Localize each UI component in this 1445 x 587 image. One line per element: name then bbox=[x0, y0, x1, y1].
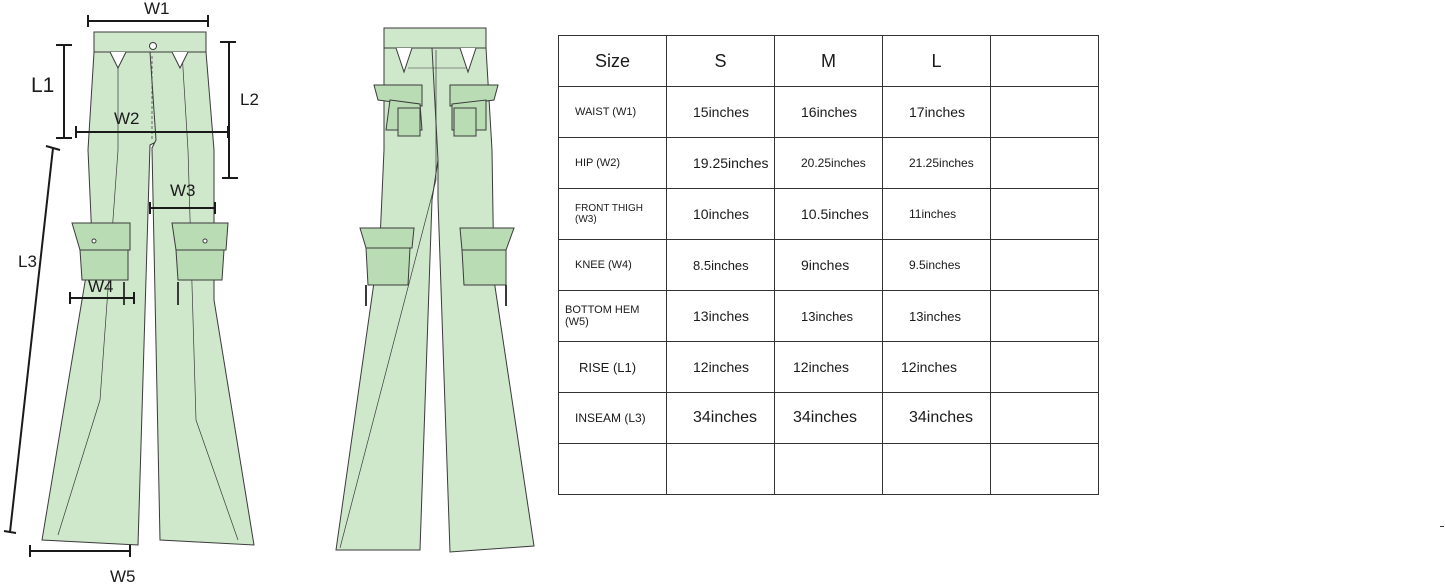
front-right-cargo-pocket bbox=[171, 222, 229, 251]
row-label: WAIST (W1) bbox=[558, 86, 667, 138]
cell-extra bbox=[990, 392, 1099, 444]
label-w2: W2 bbox=[114, 109, 140, 128]
row-label: KNEE (W4) bbox=[558, 239, 667, 291]
back-left-cargo-pocket bbox=[359, 227, 415, 249]
table-row: WAIST (W1) 15inches 16inches 17inches bbox=[558, 86, 1099, 138]
table-header-row: Size S M L bbox=[558, 35, 1099, 87]
header-m: M bbox=[774, 35, 883, 87]
table-row: BOTTOM HEM (W5) 13inches 13inches 13inch… bbox=[558, 290, 1099, 342]
label-l1: L1 bbox=[31, 74, 54, 97]
cell-s: 10inches bbox=[666, 188, 775, 240]
corner-mark bbox=[1440, 526, 1444, 527]
pants-sketches: W1 L1 L2 W2 W3 L3 W4 W5 bbox=[3, 0, 535, 586]
table-row: RISE (L1) 12inches 12inches 12inches bbox=[558, 341, 1099, 393]
cell-m: 16inches bbox=[774, 86, 883, 138]
cell-extra bbox=[990, 443, 1099, 495]
row-label: BOTTOM HEM (W5) bbox=[558, 290, 667, 342]
row-label: HIP (W2) bbox=[558, 137, 667, 189]
label-l2: L2 bbox=[240, 90, 259, 109]
cell-l: 11inches bbox=[882, 188, 991, 240]
cell-extra bbox=[990, 341, 1099, 393]
label-l3: L3 bbox=[18, 252, 37, 271]
cell-l: 9.5inches bbox=[882, 239, 991, 291]
cell-s: 19.25inches bbox=[666, 137, 775, 189]
cell-extra bbox=[990, 188, 1099, 240]
front-waistband bbox=[93, 31, 207, 53]
cell-s: 13inches bbox=[666, 290, 775, 342]
cell-m: 13inches bbox=[774, 290, 883, 342]
cell-l: 17inches bbox=[882, 86, 991, 138]
cell-extra bbox=[990, 86, 1099, 138]
back-waistband bbox=[383, 27, 487, 49]
row-label: RISE (L1) bbox=[558, 341, 667, 393]
header-l: L bbox=[882, 35, 991, 87]
back-right-cargo-pocket bbox=[459, 227, 515, 251]
cell-l: 21.25inches bbox=[882, 137, 991, 189]
cell-m: 20.25inches bbox=[774, 137, 883, 189]
cell-extra bbox=[990, 239, 1099, 291]
front-measure-lines bbox=[3, 15, 238, 557]
cell-l: 13inches bbox=[882, 290, 991, 342]
cell-extra bbox=[990, 290, 1099, 342]
cell-m: 9inches bbox=[774, 239, 883, 291]
back-view-pants bbox=[335, 27, 535, 553]
front-left-cargo-pocket bbox=[71, 222, 131, 251]
table-row: KNEE (W4) 8.5inches 9inches 9.5inches bbox=[558, 239, 1099, 291]
cell-l: 12inches bbox=[882, 341, 991, 393]
cell-s: 8.5inches bbox=[666, 239, 775, 291]
table-row: FRONT THIGH (W3) 10inches 10.5inches 11i… bbox=[558, 188, 1099, 240]
cell-s: 34inches bbox=[666, 392, 775, 444]
label-w3: W3 bbox=[170, 181, 196, 200]
table-row bbox=[558, 443, 1099, 495]
back-left-patch-pocket bbox=[373, 84, 423, 107]
cell-s: 12inches bbox=[666, 341, 775, 393]
cell-s: 15inches bbox=[666, 86, 775, 138]
label-w4: W4 bbox=[88, 277, 114, 296]
header-size: Size bbox=[558, 35, 667, 87]
cell-extra bbox=[990, 137, 1099, 189]
label-w1: W1 bbox=[144, 0, 170, 18]
front-view-pants bbox=[41, 31, 255, 546]
size-spec-table: Size S M L WAIST (W1) 15inches 16inches … bbox=[558, 35, 1099, 495]
row-label bbox=[558, 443, 667, 495]
row-label: FRONT THIGH (W3) bbox=[558, 188, 667, 240]
cell-s bbox=[666, 443, 775, 495]
header-empty bbox=[990, 35, 1099, 87]
cell-l: 34inches bbox=[882, 392, 991, 444]
table-row: HIP (W2) 19.25inches 20.25inches 21.25in… bbox=[558, 137, 1099, 189]
back-right-leg bbox=[431, 47, 535, 553]
row-label: INSEAM (L3) bbox=[558, 392, 667, 444]
cell-l bbox=[882, 443, 991, 495]
cell-m: 10.5inches bbox=[774, 188, 883, 240]
cell-m: 12inches bbox=[774, 341, 883, 393]
header-s: S bbox=[666, 35, 775, 87]
label-w5: W5 bbox=[110, 567, 136, 586]
waist-button-icon bbox=[149, 42, 157, 50]
front-right-leg bbox=[149, 51, 255, 546]
cell-m: 34inches bbox=[774, 392, 883, 444]
cell-m bbox=[774, 443, 883, 495]
table-row: INSEAM (L3) 34inches 34inches 34inches bbox=[558, 392, 1099, 444]
